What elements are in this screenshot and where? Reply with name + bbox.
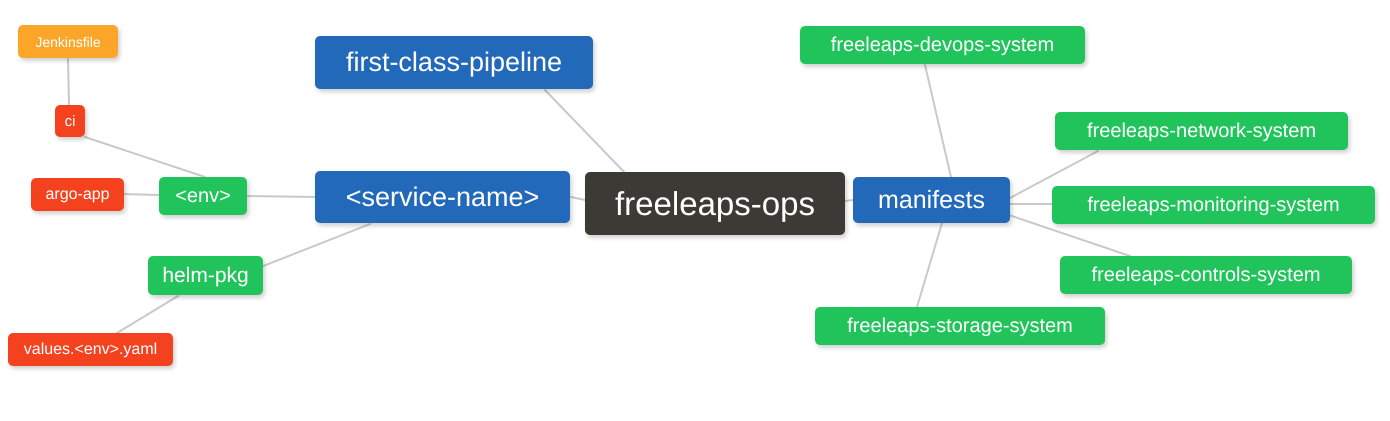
node-argo-app[interactable]: argo-app — [31, 178, 124, 211]
node-freeleaps-devops-system[interactable]: freeleaps-devops-system — [800, 26, 1085, 64]
node-service-name[interactable]: <service-name> — [315, 171, 570, 223]
node-label-freeleaps-controls-system: freeleaps-controls-system — [1091, 264, 1321, 286]
edge-env-to-ci — [84, 136, 206, 178]
node-label-jenkinsfile: Jenkinsfile — [35, 33, 101, 50]
node-label-freeleaps-monitoring-system: freeleaps-monitoring-system — [1087, 194, 1340, 216]
node-freeleaps-storage-system[interactable]: freeleaps-storage-system — [815, 307, 1105, 345]
node-manifests[interactable]: manifests — [853, 177, 1010, 223]
edge-ci-to-jenkinsfile — [67, 58, 70, 106]
node-label-argo-app: argo-app — [45, 185, 110, 203]
node-label-env: <env> — [175, 185, 231, 207]
node-values-env-yaml[interactable]: values.<env>.yaml — [8, 333, 173, 366]
edge-manifests-to-freeleaps-storage-system — [916, 222, 943, 308]
node-label-manifests: manifests — [878, 185, 985, 214]
edge-freeleaps-ops-to-manifests — [844, 199, 854, 202]
edge-service-name-to-helm-pkg — [247, 223, 371, 273]
node-label-helm-pkg: helm-pkg — [162, 264, 249, 287]
edge-freeleaps-ops-to-service-name — [570, 196, 586, 201]
node-first-class-pipeline[interactable]: first-class-pipeline — [315, 36, 593, 89]
node-freeleaps-controls-system[interactable]: freeleaps-controls-system — [1060, 256, 1352, 294]
node-jenkinsfile[interactable]: Jenkinsfile — [18, 25, 118, 58]
node-label-freeleaps-network-system: freeleaps-network-system — [1087, 120, 1316, 142]
edge-manifests-to-freeleaps-devops-system — [924, 64, 952, 178]
node-env[interactable]: <env> — [159, 177, 247, 215]
edge-freeleaps-ops-to-first-class-pipeline — [544, 89, 627, 175]
edge-env-to-argo-app — [123, 193, 160, 196]
node-freeleaps-network-system[interactable]: freeleaps-network-system — [1055, 112, 1348, 150]
node-label-ci: ci — [64, 112, 76, 130]
node-freeleaps-monitoring-system[interactable]: freeleaps-monitoring-system — [1052, 186, 1375, 224]
edge-service-name-to-env — [247, 195, 316, 198]
node-label-freeleaps-devops-system: freeleaps-devops-system — [830, 34, 1055, 56]
node-freeleaps-ops[interactable]: freeleaps-ops — [585, 172, 845, 235]
node-label-freeleaps-ops: freeleaps-ops — [615, 185, 815, 222]
node-helm-pkg[interactable]: helm-pkg — [148, 256, 263, 295]
edge-helm-pkg-to-values-env-yaml — [116, 295, 179, 334]
node-ci[interactable]: ci — [55, 105, 85, 137]
node-label-freeleaps-storage-system: freeleaps-storage-system — [847, 315, 1073, 337]
node-label-service-name: <service-name> — [345, 181, 540, 212]
node-label-values-env-yaml: values.<env>.yaml — [23, 340, 158, 358]
node-label-first-class-pipeline: first-class-pipeline — [345, 47, 563, 77]
